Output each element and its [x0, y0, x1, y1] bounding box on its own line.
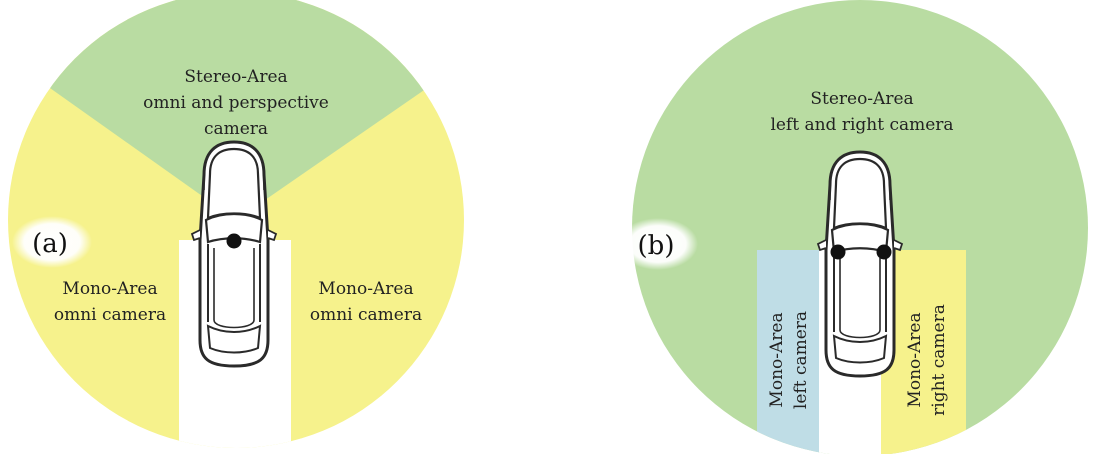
- mono-left-label-a-1: Mono-Area: [62, 279, 157, 299]
- stereo-label-a-2: omni and perspective: [143, 93, 329, 113]
- camera-dot-left-b: [830, 244, 846, 260]
- panel-label-a: (a): [32, 229, 68, 259]
- mono-left-label-b-2: left camera: [791, 311, 811, 409]
- mono-right-label-b-2: right camera: [929, 304, 949, 416]
- mono-right-label-a-1: Mono-Area: [318, 279, 413, 299]
- stereo-label-b-1: Stereo-Area: [810, 89, 913, 109]
- stereo-label-a-3: camera: [204, 119, 268, 139]
- camera-dot-a: [226, 233, 242, 249]
- stereo-label-b-2: left and right camera: [770, 115, 953, 135]
- camera-dot-right-b: [876, 244, 892, 260]
- panel-label-bg-a: [12, 216, 92, 268]
- mono-area-b-blue: [757, 250, 819, 454]
- mono-left-label-b-1: Mono-Area: [767, 312, 787, 407]
- panel-label-bg-b: [618, 218, 698, 270]
- panel-label-b: (b): [638, 231, 675, 261]
- mono-left-label-b: Mono-Area left camera: [767, 311, 811, 409]
- mono-right-label-b: Mono-Area right camera: [905, 304, 949, 416]
- mono-right-label-a-2: omni camera: [310, 305, 422, 325]
- mono-right-label-b-1: Mono-Area: [905, 312, 925, 407]
- panel-b: Stereo-Area left and right camera Mono-A…: [618, 0, 1088, 454]
- car-a: [190, 140, 278, 368]
- car-b: [816, 150, 904, 378]
- panel-a: Stereo-Area omni and perspective camera …: [8, 0, 464, 448]
- mono-left-label-a-2: omni camera: [54, 305, 166, 325]
- stereo-label-a-1: Stereo-Area: [184, 67, 287, 87]
